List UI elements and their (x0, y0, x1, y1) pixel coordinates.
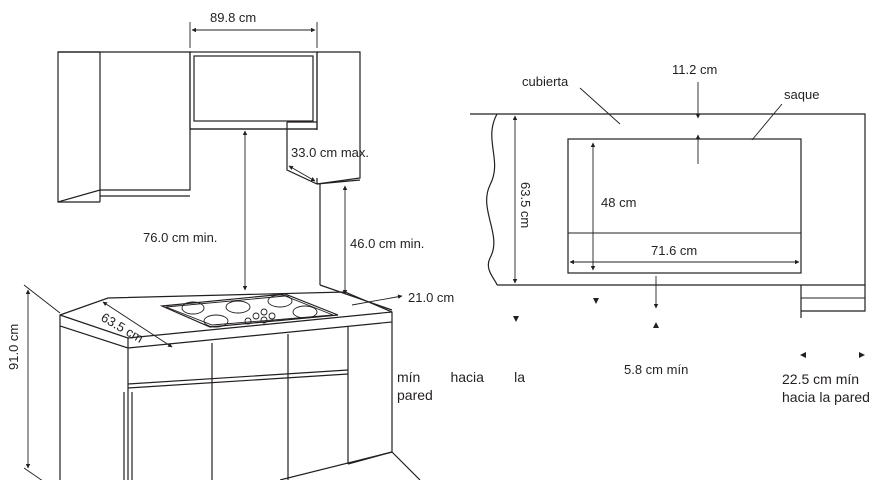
cubierta-leader (579, 87, 621, 125)
width-dimension: 89.8 cm (189, 10, 318, 48)
front-min-dimension: 5.8 cm mín (513, 276, 688, 377)
cubierta-label: cubierta (522, 74, 569, 89)
hood-depth-dimension: 33.0 cm max. (288, 145, 369, 182)
counter-depth-dimension: 63.5 cm (99, 301, 173, 348)
cutout-rectangle (567, 138, 802, 274)
plan-depth-label: 63.5 cm (518, 182, 533, 228)
top-gap-label: 11.2 cm (672, 62, 717, 77)
cutout-plan: 63.5 cm 11.2 cm 48 cm 71.6 cm 5.8 cm mín (470, 62, 866, 377)
cutout-depth-label: 48 cm (601, 195, 636, 210)
break-line (486, 113, 498, 286)
wall-gap-label: 21.0 cm (408, 290, 454, 305)
cutout-width-label: 71.6 cm (651, 243, 697, 258)
hood-depth-label: 33.0 cm max. (291, 145, 369, 160)
plan-depth-dimension: 63.5 cm (512, 115, 533, 284)
saque-leader (751, 103, 783, 141)
width-label: 89.8 cm (210, 10, 256, 25)
wall-gap-dimension: 21.0 cm (351, 290, 454, 306)
side-clearance-dimension: 46.0 cm min. (342, 185, 424, 295)
range-hood (189, 51, 318, 130)
wall-min-line1: 22.5 cm mín (782, 371, 860, 387)
base-cabinet (59, 322, 421, 480)
wall-min-dimension (800, 352, 865, 358)
top-gap-dimension: 11.2 cm (672, 62, 717, 164)
wall-min-line2: hacia la pared (782, 389, 870, 405)
height-label: 91.0 cm (6, 324, 21, 370)
upper-cabinet-right (286, 51, 361, 185)
upper-cabinet-left (57, 51, 191, 203)
cooktop (159, 293, 339, 328)
wall-note-line1: mín hacia la (397, 369, 525, 385)
kitchen-elevation: 89.8 cm 33.0 cm max. 76.0 cm min. 46.0 c… (6, 10, 454, 480)
side-clearance-label: 46.0 cm min. (350, 236, 424, 251)
cutout-width-dimension: 71.6 cm (569, 243, 800, 265)
front-min-label: 5.8 cm mín (624, 362, 688, 377)
clearance-dimension: 76.0 cm min. (143, 130, 248, 291)
height-dimension: 91.0 cm (6, 284, 61, 480)
wall-note-line2: pared (397, 387, 433, 403)
clearance-label: 76.0 cm min. (143, 230, 217, 245)
cutout-depth-dimension: 48 cm (590, 142, 636, 271)
saque-label: saque (784, 87, 819, 102)
